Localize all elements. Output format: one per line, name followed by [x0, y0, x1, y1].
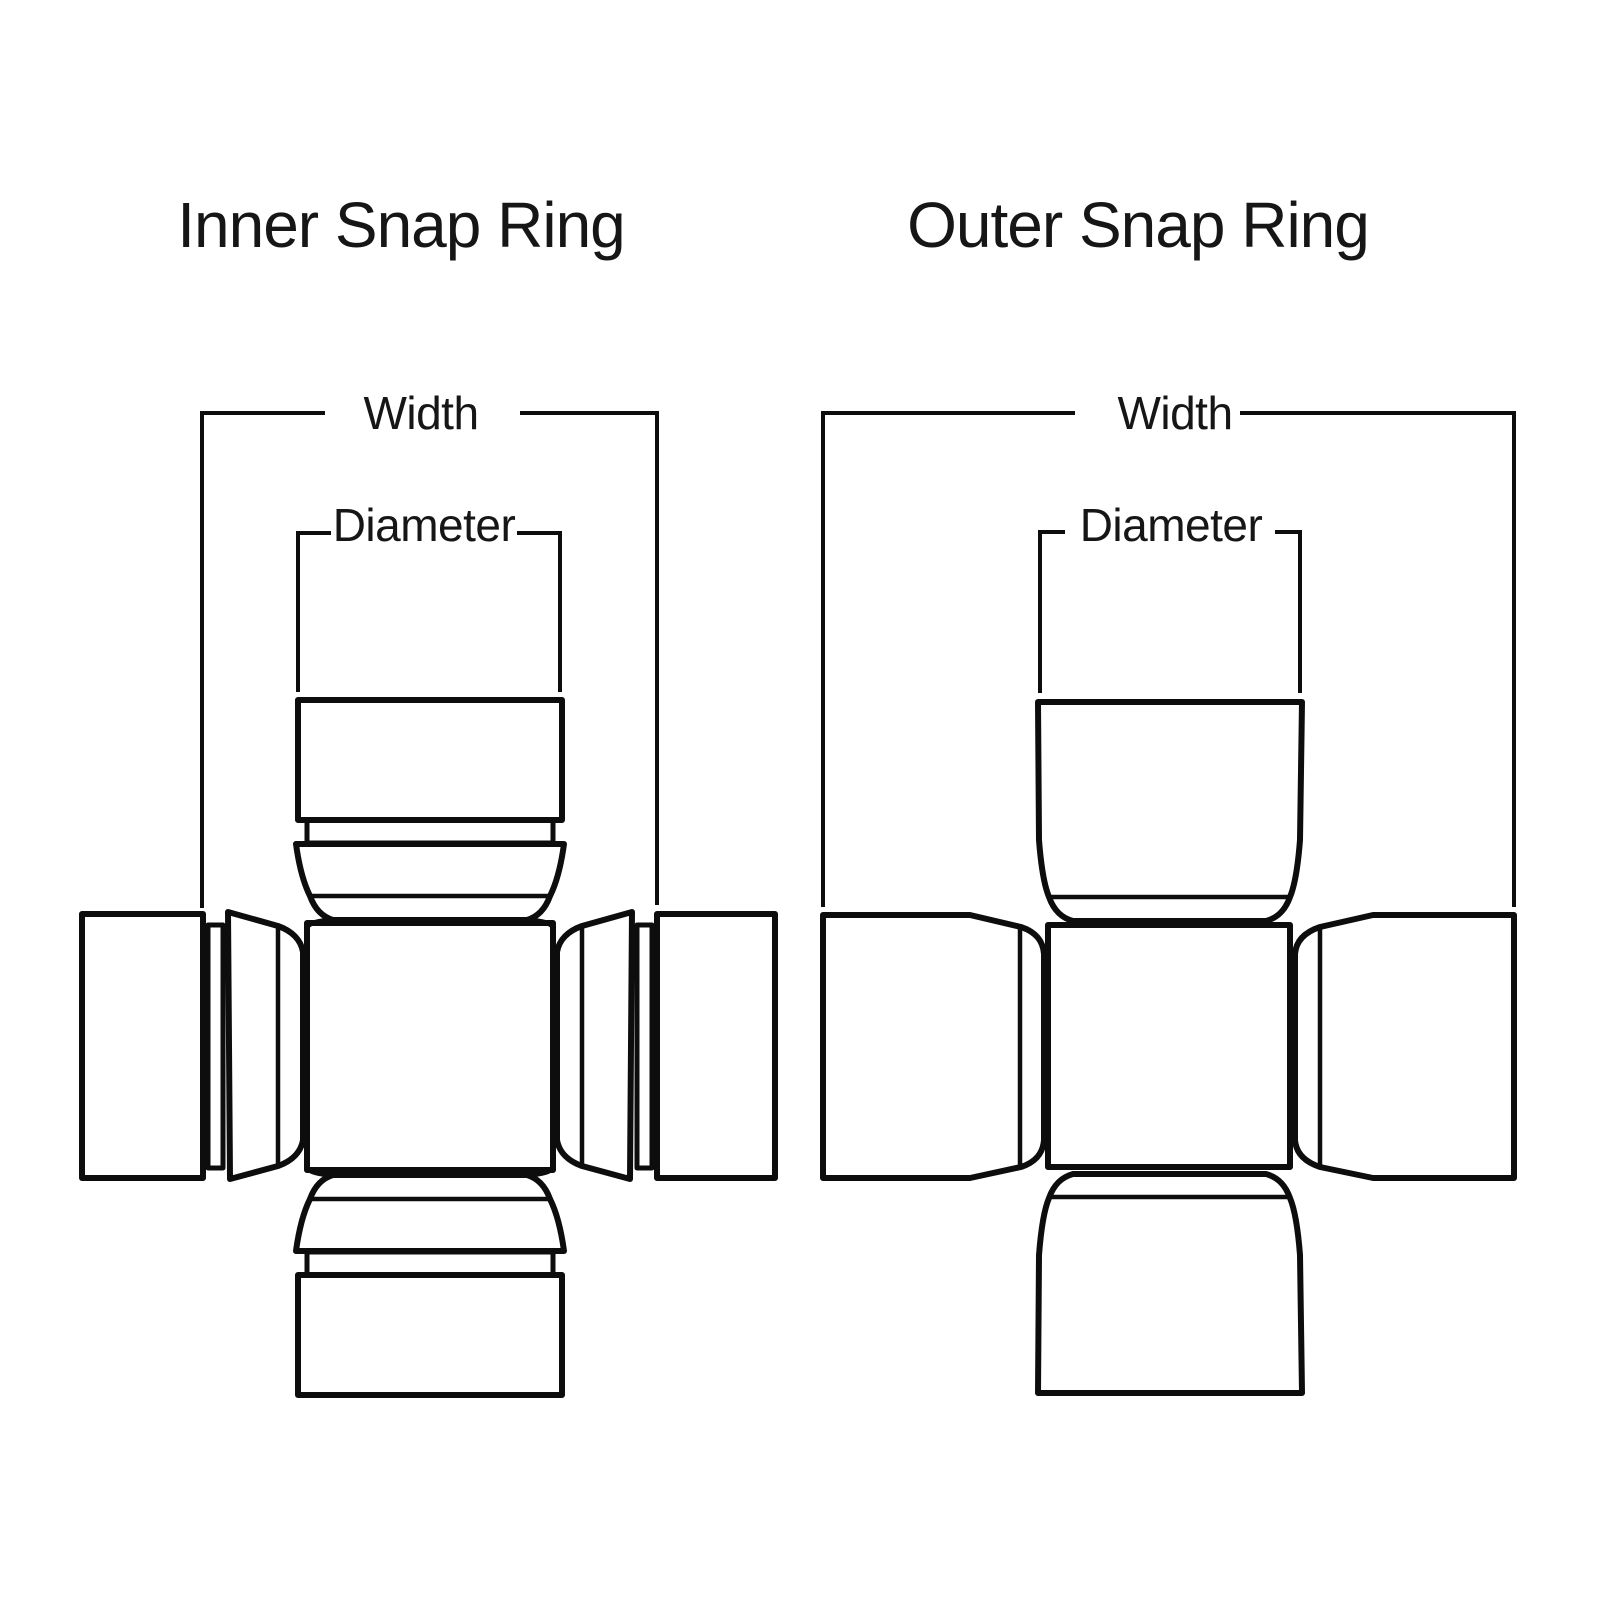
inner-right-bearing-cap: [654, 911, 778, 1181]
outer-width-label: Width: [1117, 387, 1232, 439]
inner-diameter-label: Diameter: [333, 499, 516, 551]
inner-bottom-right-fillet: [524, 1165, 556, 1178]
inner-diameter-bracket-right: [517, 531, 562, 692]
outer-bottom-bearing-cap: [1035, 1171, 1305, 1396]
inner-width-label: Width: [363, 387, 478, 439]
outer-width-bracket-left: [821, 411, 1075, 907]
outer-width-bracket: [821, 411, 1516, 907]
inner-width-bracket: [200, 411, 659, 908]
outer-center-body: [1045, 922, 1293, 1170]
outer-snap-ring-figure: [820, 411, 1517, 1396]
inner-bottom-left-fillet: [304, 1165, 336, 1178]
inner-bottom-cup: [293, 1172, 567, 1254]
inner-snap-ring-figure: [79, 411, 778, 1398]
inner-bottom-snap-ring-groove: [304, 1249, 556, 1278]
outer-diameter-bracket-left: [1038, 530, 1065, 693]
outer-right-bearing-cap: [1292, 912, 1517, 1181]
inner-left-snap-ring-groove: [205, 922, 226, 1171]
inner-width-bracket-left: [200, 411, 325, 908]
outer-top-bearing-cap: [1035, 699, 1305, 924]
inner-top-right-fillet: [524, 917, 556, 930]
inner-top-bearing-cap: [295, 697, 565, 823]
outer-width-bracket-right: [1240, 411, 1516, 907]
inner-top-cup: [293, 841, 567, 923]
outer-diameter-label: Diameter: [1080, 499, 1263, 551]
outer-snap-ring-title: Outer Snap Ring: [907, 189, 1369, 261]
inner-width-bracket-right: [520, 411, 659, 905]
outer-left-bearing-cap: [820, 912, 1047, 1181]
inner-diameter-bracket-left: [296, 531, 331, 692]
inner-diameter-bracket: [296, 531, 562, 692]
inner-center-body: [304, 920, 556, 1173]
inner-right-snap-ring-groove: [634, 922, 655, 1171]
inner-top-left-fillet: [304, 917, 336, 930]
inner-snap-ring-title: Inner Snap Ring: [177, 189, 625, 261]
inner-top-snap-ring-groove: [304, 817, 556, 846]
inner-left-cup: [225, 909, 306, 1182]
diagram-labels: Inner Snap Ring Outer Snap Ring Width Di…: [177, 189, 1370, 551]
inner-right-cup: [554, 909, 635, 1182]
inner-left-bearing-cap: [79, 911, 206, 1181]
outer-diameter-bracket: [1038, 530, 1302, 693]
outer-diameter-bracket-right: [1275, 530, 1302, 693]
inner-bottom-bearing-cap: [295, 1272, 565, 1398]
